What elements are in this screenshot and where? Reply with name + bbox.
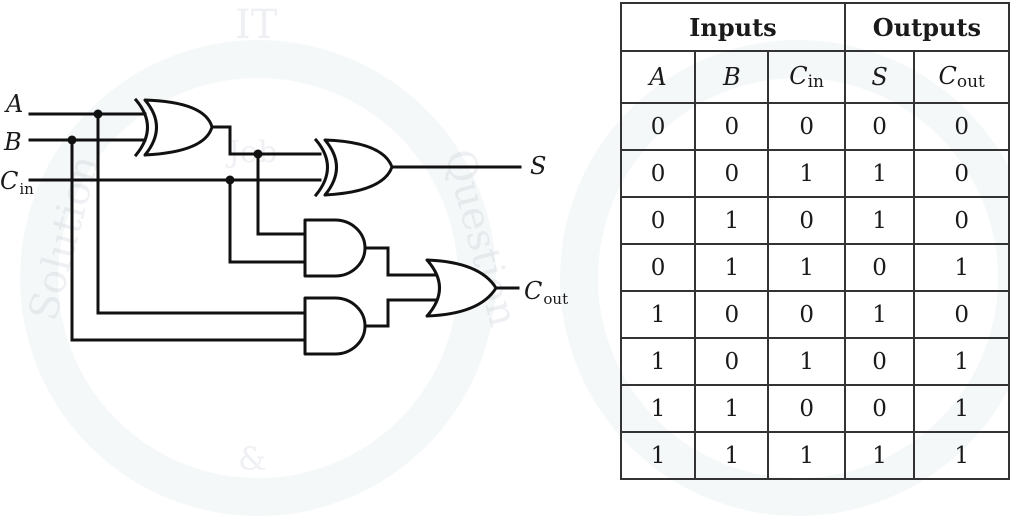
output-label-s: S [530, 152, 546, 180]
cell: 1 [843, 431, 916, 480]
cell: 1 [619, 384, 697, 433]
group-header-row: Inputs Outputs [620, 2, 1010, 52]
cell: 0 [619, 149, 697, 198]
cell: 0 [913, 102, 1010, 151]
cell: 0 [767, 384, 846, 433]
xor-gate-1 [133, 97, 214, 158]
cell: 1 [694, 431, 770, 480]
output-label-cout: Cout [524, 277, 568, 308]
wires [28, 112, 522, 342]
cell: 1 [694, 196, 770, 245]
cell: 0 [619, 102, 697, 151]
and-gate-1 [303, 218, 367, 278]
group-header-outputs: Outputs [843, 2, 1010, 52]
wire-xor1-to-and [256, 152, 307, 236]
cell: 1 [694, 243, 770, 292]
cell: 0 [767, 290, 846, 339]
cell: 0 [843, 384, 916, 433]
input-label-cin: Cin [0, 167, 34, 198]
cell: 0 [843, 102, 916, 151]
cell: 0 [767, 102, 846, 151]
cell: 1 [843, 196, 916, 245]
full-adder-circuit: A B Cin S Cout [0, 90, 568, 356]
cell: 1 [767, 431, 846, 480]
wire-cin-to-and [228, 178, 307, 264]
or-gate [425, 258, 498, 318]
column-header-cout: Cout [913, 50, 1010, 104]
cell: 0 [694, 102, 770, 151]
column-header-cin: Cin [767, 50, 846, 104]
cell: 1 [694, 384, 770, 433]
column-header-a: A [619, 50, 697, 104]
cell: 0 [843, 243, 916, 292]
cell: 0 [767, 196, 846, 245]
wire-and1-to-or [363, 246, 437, 277]
input-label-b: B [3, 128, 22, 156]
junction-xor1 [253, 149, 263, 159]
xor-gate-2 [313, 137, 394, 198]
cell: 0 [619, 196, 697, 245]
cell: 1 [913, 337, 1010, 386]
cell: 1 [619, 290, 697, 339]
column-header-s: S [843, 50, 916, 104]
junction-a [93, 109, 103, 119]
column-header-b: B [694, 50, 770, 104]
cell: 0 [913, 149, 1010, 198]
cell: 1 [619, 431, 697, 480]
cell: 1 [767, 337, 846, 386]
wire-and2-to-or [363, 298, 437, 328]
cell: 1 [913, 384, 1010, 433]
cell: 0 [843, 337, 916, 386]
wire-a-to-and2 [96, 112, 307, 315]
cell: 0 [694, 149, 770, 198]
and-gate-2 [303, 296, 367, 356]
cell: 1 [767, 149, 846, 198]
cell: 0 [694, 290, 770, 339]
input-label-a: A [4, 90, 23, 118]
group-header-inputs: Inputs [620, 2, 846, 52]
cell: 1 [767, 243, 846, 292]
cell: 1 [843, 149, 916, 198]
junction-b [67, 135, 77, 145]
junction-cin [225, 175, 235, 185]
cell: 1 [843, 290, 916, 339]
wire-b-to-and2 [70, 138, 307, 342]
column-header-row: A B Cin S Cout [619, 50, 1010, 104]
cell: 0 [694, 337, 770, 386]
cell: 1 [913, 431, 1010, 480]
wire-xor1-out [208, 125, 322, 156]
cell: 0 [619, 243, 697, 292]
cell: 0 [913, 196, 1010, 245]
cell: 1 [619, 337, 697, 386]
cell: 0 [913, 290, 1010, 339]
cell: 1 [913, 243, 1010, 292]
